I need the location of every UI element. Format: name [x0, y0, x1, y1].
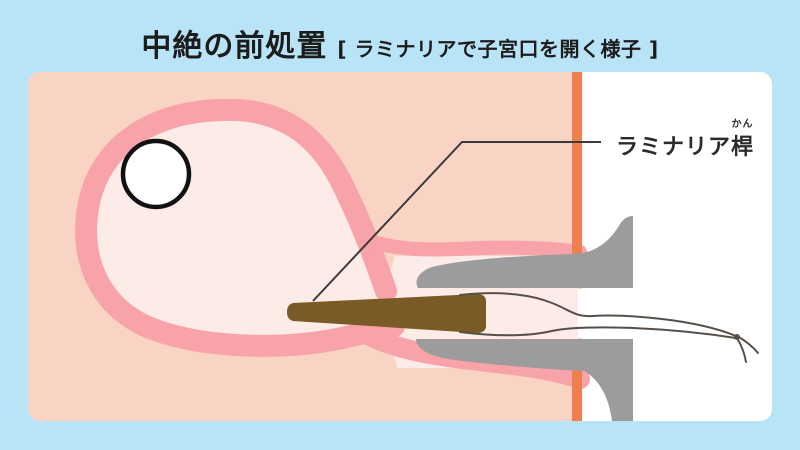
- callout-text-base: ラミナリア: [616, 135, 732, 160]
- callout-furigana: かん: [731, 119, 754, 130]
- page-title: 中絶の前処置 [ ラミナリアで子宮口を開く様子 ]: [0, 21, 800, 65]
- speculum-lower-blade: [416, 339, 633, 421]
- callout-kanji: 桿: [731, 135, 755, 160]
- laminaria-rod: [287, 294, 486, 333]
- laminaria-string: [459, 292, 759, 363]
- vaginal-wall-upper: [361, 233, 587, 259]
- gestational-sac-circle: [120, 138, 192, 210]
- canal-opening: [578, 289, 632, 338]
- body-surface-line-lower: [572, 368, 582, 421]
- speculum-upper-blade: [416, 216, 633, 288]
- title-subtitle: [ ラミナリアで子宮口を開く様子 ]: [337, 37, 659, 61]
- string-knot: [734, 334, 740, 340]
- callout-laminaria-label: ラミナリアかん桿: [616, 119, 755, 161]
- title-main: 中絶の前処置: [141, 29, 328, 64]
- callout-kanji-wrap: かん桿: [731, 119, 755, 161]
- callout-leader-line: [312, 141, 601, 302]
- body-surface-line-upper: [572, 72, 582, 254]
